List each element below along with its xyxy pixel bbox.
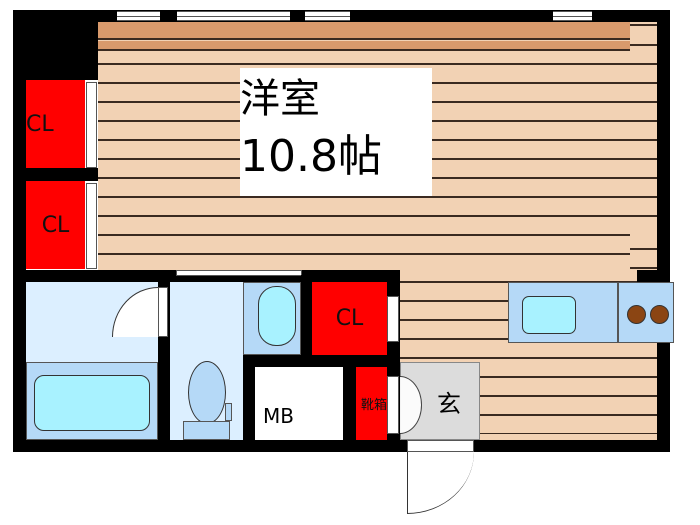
toilet-wall-right [243,355,255,440]
entrance-label: 玄 [437,389,461,418]
toilet-tank [183,421,230,440]
meter-box: MB [255,367,343,440]
western-room-name: 洋室 [240,76,320,122]
washbasin-icon [258,286,296,346]
western-room-label-box: 洋室 10.8帖 [240,68,432,196]
burner-icon [627,305,646,324]
front-door-opening[interactable] [407,440,474,452]
mb-wall-right [343,367,356,440]
window-3 [305,11,350,21]
window-sill-strip [98,22,630,40]
bathtub-icon [34,375,150,431]
meter-box-label: MB [263,404,294,428]
outer-wall-bottom [13,440,670,452]
window-1 [117,11,160,21]
closet-divider [26,168,98,181]
closet-door-upper[interactable] [86,82,97,168]
closet-label: CL [26,111,54,137]
burner-icon [650,305,669,324]
toilet-icon [188,361,226,424]
closet-hallway-door[interactable] [387,296,399,342]
toilet-control [225,403,232,421]
western-room-size: 10.8帖 [240,131,382,182]
closet-left-upper[interactable]: CL [26,80,85,168]
washbasin-wall-right [301,275,312,367]
shoe-box[interactable]: 靴箱 [356,367,387,440]
window-2 [177,11,290,21]
western-room-floor [98,22,657,270]
corner-block-top-left [13,10,98,80]
window-4 [553,11,592,21]
kitchen-wall-top-right [637,270,657,282]
sliding-door[interactable] [176,270,302,276]
window-sill-strip-2 [98,41,630,51]
closet-door-lower[interactable] [86,183,97,269]
shoe-box-door[interactable] [387,376,399,434]
outer-wall-right [657,10,670,452]
bathroom-door[interactable] [158,287,168,337]
kitchen-sink-icon [522,296,576,334]
closet-label: CL [41,212,70,238]
closet-hallway[interactable]: CL [312,282,387,355]
shoe-box-label: 靴箱 [360,398,387,413]
washbasin-wall [243,355,400,367]
front-door-swing[interactable] [407,452,474,514]
outer-wall-left [13,10,26,452]
closet-label: CL [335,306,364,331]
western-room-floor-right [630,66,657,270]
closet-left-lower[interactable]: CL [26,181,85,269]
